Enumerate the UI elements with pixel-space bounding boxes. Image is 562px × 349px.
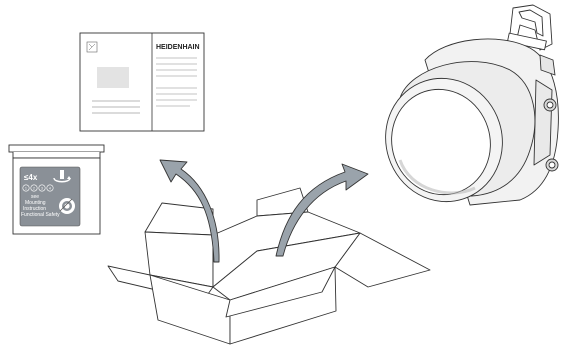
screw-washer-icon (59, 198, 75, 214)
encoder-device (385, 4, 559, 206)
brand-logo: HEIDENHAIN (156, 44, 200, 51)
manual-left-page (86, 41, 140, 114)
torque-icon (53, 170, 71, 183)
circle-number: 2 (33, 186, 35, 190)
circle-number: 1 (25, 186, 27, 190)
left-curved-arrow (159, 159, 220, 263)
open-cardboard-box (107, 187, 431, 345)
torque-label: ≤4x (24, 173, 38, 182)
circle-number: 4 (49, 186, 51, 190)
label-line-functional-safety: Functional Safety (21, 212, 60, 218)
label-line-see: see (31, 194, 39, 200)
box-front-flap (225, 266, 336, 318)
label-line-mounting: Mounting (25, 200, 46, 206)
safety-label-card: ≤4x 1 2 3 4 see Mounting Instruction (19, 166, 81, 227)
mounting-bracket (506, 4, 553, 51)
box-back-left-flap (144, 202, 214, 236)
right-curved-arrow (275, 163, 369, 257)
label-box: ≤4x 1 2 3 4 see Mounting Instruction (8, 144, 105, 235)
numbered-circles: 1 2 3 4 (22, 184, 54, 192)
box-front-top-edge (212, 232, 361, 301)
side-hardware (533, 54, 559, 172)
unpack-arrows (159, 159, 369, 263)
label-line-instruction: Instruction (23, 206, 46, 212)
circle-number: 3 (41, 186, 43, 190)
manual-booklet: HEIDENHAIN (79, 32, 205, 132)
manual-right-page: HEIDENHAIN (156, 44, 200, 107)
